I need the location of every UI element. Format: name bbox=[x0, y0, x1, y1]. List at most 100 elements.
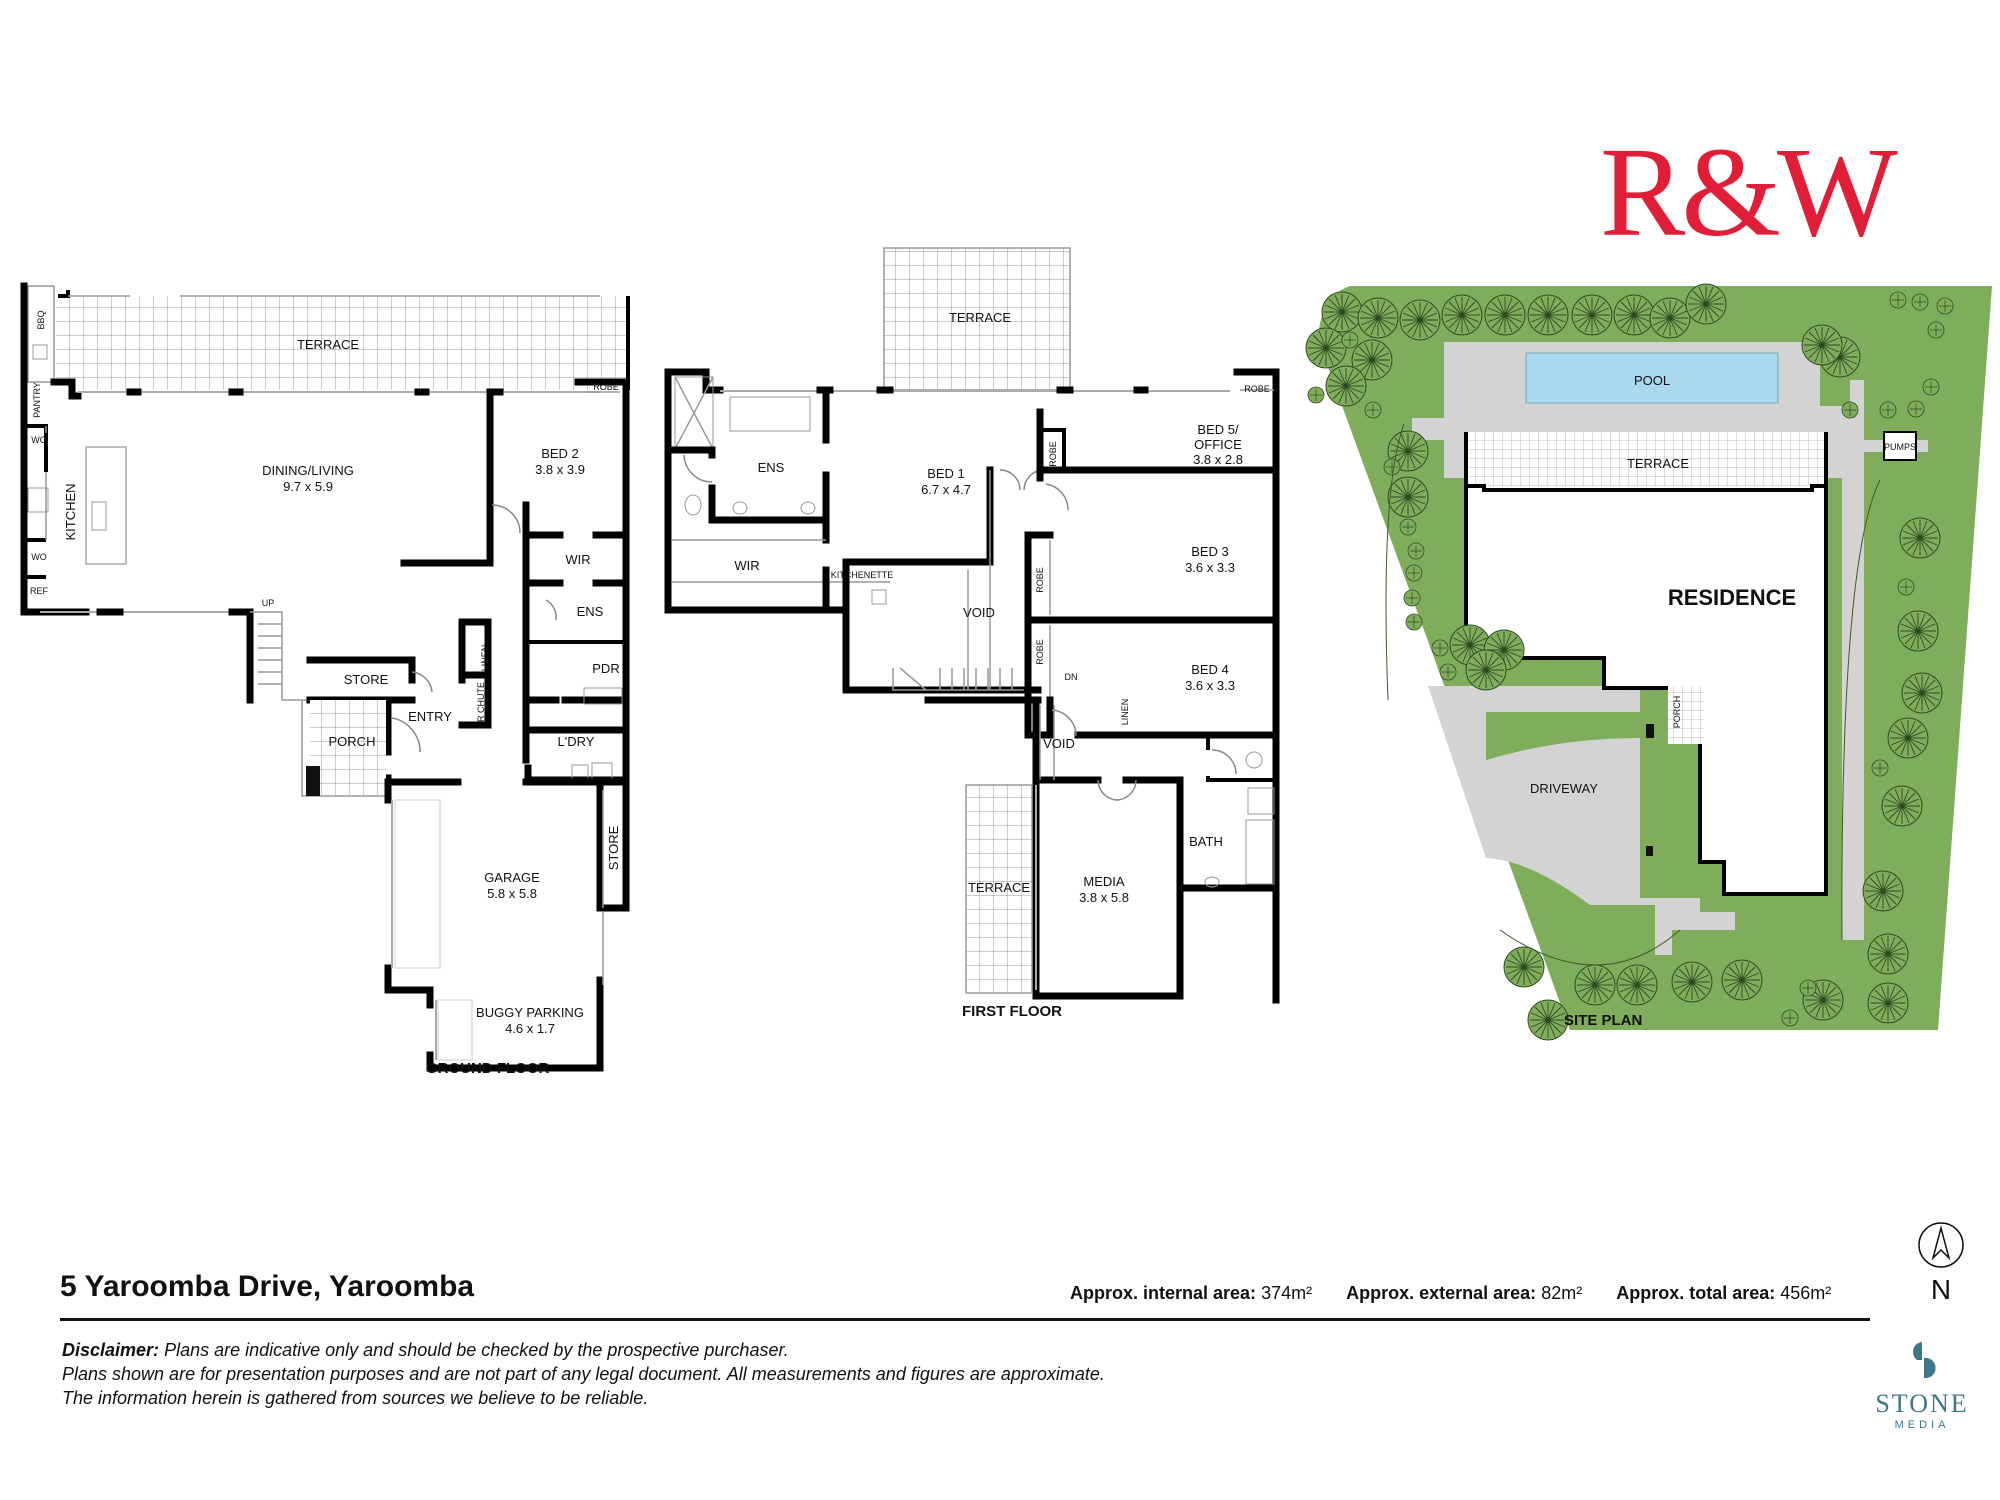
label-pumps: PUMPS bbox=[1884, 442, 1916, 452]
ground-floor-title: GROUND FLOOR bbox=[426, 1060, 549, 1077]
first-terrace-side-area bbox=[966, 785, 1032, 993]
label-first-ens: ENS bbox=[758, 460, 785, 475]
label-pdr: PDR bbox=[592, 661, 619, 676]
total-area: Approx. total area: 456m² bbox=[1616, 1283, 1831, 1304]
stone-media-credit: STONE MEDIA bbox=[1872, 1340, 1972, 1431]
area-summary: Approx. internal area: 374m² Approx. ext… bbox=[1070, 1283, 1831, 1304]
label-bed-1-size: 6.7 x 4.7 bbox=[921, 482, 971, 497]
residence-footprint bbox=[1464, 468, 1828, 896]
label-linen: LINEN bbox=[480, 645, 490, 672]
label-garage-store: STORE bbox=[606, 825, 621, 870]
label-porch: PORCH bbox=[329, 734, 376, 749]
label-garage-size: 5.8 x 5.8 bbox=[487, 886, 537, 901]
internal-area-value: 374m² bbox=[1261, 1283, 1313, 1303]
total-area-label: Approx. total area: bbox=[1616, 1283, 1776, 1303]
label-pool: POOL bbox=[1634, 373, 1670, 388]
label-buggy-parking-size: 4.6 x 1.7 bbox=[505, 1021, 555, 1036]
label-ens: ENS bbox=[577, 604, 604, 619]
north-label: N bbox=[1930, 1274, 1952, 1305]
label-bath: BATH bbox=[1189, 834, 1223, 849]
label-bed-4-size: 3.6 x 3.3 bbox=[1185, 678, 1235, 693]
label-first-terrace-top: TERRACE bbox=[949, 310, 1011, 325]
label-store: STORE bbox=[344, 672, 389, 687]
first-floor-title: FIRST FLOOR bbox=[962, 1003, 1062, 1020]
label-residence: RESIDENCE bbox=[1668, 585, 1796, 610]
credit-line-2: MEDIA bbox=[1894, 1419, 1950, 1431]
label-first-wir: WIR bbox=[734, 558, 759, 573]
total-area-value: 456m² bbox=[1780, 1283, 1832, 1303]
label-void-1: VOID bbox=[963, 605, 995, 620]
site-terrace bbox=[1466, 432, 1826, 486]
north-arrow: N bbox=[1916, 1220, 1966, 1305]
ground-terrace-area bbox=[56, 296, 628, 390]
label-entry: ENTRY bbox=[408, 709, 452, 724]
label-kitchenette: KITCHENETTE bbox=[831, 570, 894, 580]
label-up: UP bbox=[262, 598, 275, 608]
ground-floor-labels: TERRACE BBQ PANTRY WO KITCHEN WO REF DIN… bbox=[30, 310, 621, 1077]
property-address: 5 Yaroomba Drive, Yaroomba bbox=[60, 1270, 475, 1303]
ground-floor-plan bbox=[20, 282, 630, 1072]
credit-line-1: STONE bbox=[1875, 1389, 1969, 1418]
site-plan bbox=[1305, 283, 1992, 1041]
label-kitchen: KITCHEN bbox=[63, 483, 78, 540]
label-robe: ROBE bbox=[593, 382, 619, 392]
first-floor-plan bbox=[664, 247, 1280, 1004]
ground-porch-area bbox=[310, 700, 386, 796]
label-bed-1: BED 1 bbox=[927, 466, 965, 481]
label-down: DN bbox=[1065, 672, 1078, 682]
label-bed-3-size: 3.6 x 3.3 bbox=[1185, 560, 1235, 575]
site-plan-labels: POOL TERRACE PUMPS RESIDENCE PORCH DRIVE… bbox=[1530, 373, 1916, 1029]
label-site-terrace: TERRACE bbox=[1627, 456, 1689, 471]
label-dining-living-size: 9.7 x 5.9 bbox=[283, 479, 333, 494]
label-laundry: L'DRY bbox=[558, 734, 595, 749]
label-site-porch: PORCH bbox=[1672, 696, 1682, 729]
label-bed-3: BED 3 bbox=[1191, 544, 1229, 559]
disclaimer-label: Disclaimer: bbox=[62, 1340, 160, 1360]
label-media-size: 3.8 x 5.8 bbox=[1079, 890, 1129, 905]
disclaimer-line-2: Plans shown are for presentation purpose… bbox=[62, 1364, 1105, 1384]
label-first-terrace-side: TERRACE bbox=[968, 880, 1030, 895]
external-area-value: 82m² bbox=[1541, 1283, 1583, 1303]
internal-area: Approx. internal area: 374m² bbox=[1070, 1283, 1312, 1304]
first-terrace-top-area bbox=[884, 248, 1070, 390]
footer-divider bbox=[60, 1318, 1870, 1321]
label-robe-bed-3: ROBE bbox=[1035, 567, 1045, 593]
label-bbq: BBQ bbox=[36, 310, 46, 329]
site-plan-title: SITE PLAN bbox=[1564, 1012, 1642, 1029]
label-terrace: TERRACE bbox=[297, 337, 359, 352]
label-dining-living: DINING/LIVING bbox=[262, 463, 354, 478]
label-bed-2: BED 2 bbox=[541, 446, 579, 461]
site-porch bbox=[1668, 686, 1704, 744]
first-floor-labels: TERRACE ENS BED 1 6.7 x 4.7 WIR KITCHENE… bbox=[734, 310, 1269, 1020]
brand-logo: R&W bbox=[1600, 121, 1898, 263]
label-first-linen: LINEN bbox=[1120, 699, 1130, 726]
label-garage: GARAGE bbox=[484, 870, 540, 885]
external-area-label: Approx. external area: bbox=[1346, 1283, 1537, 1303]
label-ref: REF bbox=[30, 586, 49, 596]
label-void-2: VOID bbox=[1043, 736, 1075, 751]
label-wo-2: WO bbox=[31, 552, 47, 562]
label-first-robe-top: ROBE bbox=[1244, 384, 1270, 394]
disclaimer-line-3: The information herein is gathered from … bbox=[62, 1388, 649, 1408]
label-media: MEDIA bbox=[1083, 874, 1125, 889]
stone-media-logo-icon bbox=[1912, 1342, 1936, 1378]
external-area: Approx. external area: 82m² bbox=[1346, 1283, 1582, 1304]
label-robe-bed-4: ROBE bbox=[1035, 639, 1045, 665]
label-bed-5-office: OFFICE bbox=[1194, 437, 1242, 452]
label-pantry: PANTRY bbox=[32, 382, 42, 418]
pool bbox=[1525, 352, 1779, 404]
north-arrow-icon bbox=[1918, 1222, 1964, 1268]
label-buggy-parking: BUGGY PARKING bbox=[476, 1005, 584, 1020]
label-br-chute: BR CHUTE bbox=[476, 682, 486, 728]
label-wo-1: WO bbox=[31, 435, 47, 445]
pumps-box bbox=[1883, 431, 1917, 461]
disclaimer-line-1: Plans are indicative only and should be … bbox=[164, 1340, 789, 1360]
label-bed-4: BED 4 bbox=[1191, 662, 1229, 677]
label-bed-5-size: 3.8 x 2.8 bbox=[1193, 452, 1243, 467]
disclaimer: Disclaimer: Plans are indicative only an… bbox=[62, 1338, 1105, 1410]
label-wir: WIR bbox=[565, 552, 590, 567]
label-bed-2-size: 3.8 x 3.9 bbox=[535, 462, 585, 477]
internal-area-label: Approx. internal area: bbox=[1070, 1283, 1257, 1303]
label-robe-bed-5: ROBE bbox=[1048, 441, 1058, 467]
